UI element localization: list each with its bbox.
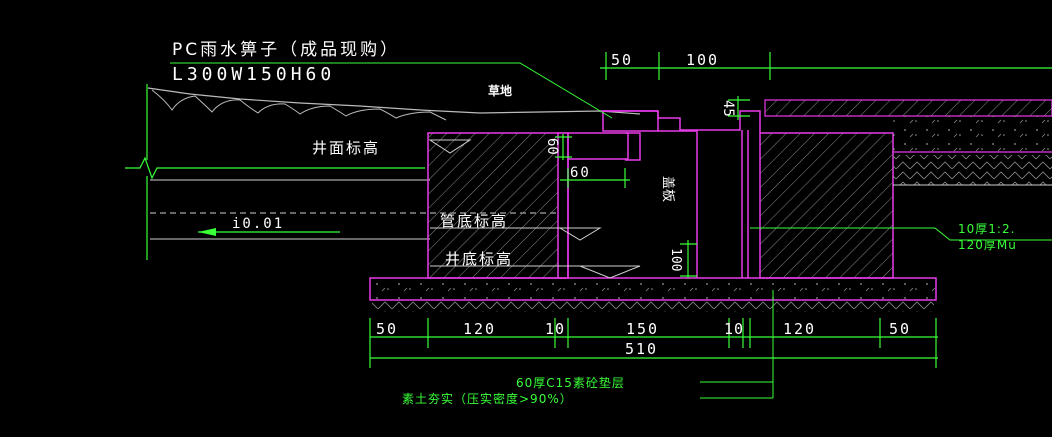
base-note-1: 60厚C15素砼垫层 xyxy=(516,375,625,390)
vertical-note: 盖板 xyxy=(660,176,675,202)
well-bottom-elevation-label: 井底标高 xyxy=(445,250,513,268)
dim-bottom-10-right: 10 xyxy=(724,320,744,338)
slope-label: i0.01 xyxy=(232,216,284,232)
left-break-line xyxy=(125,84,425,260)
dim-v-60: 60 xyxy=(544,138,560,155)
dim-h-60: 60 xyxy=(570,165,591,181)
dim-bottom-120-right: 120 xyxy=(783,320,816,338)
dim-total-510: 510 xyxy=(625,340,658,358)
pipe-bottom-elevation-label: 管底标高 xyxy=(440,212,508,230)
well-top-elevation-label: 井面标高 xyxy=(312,139,380,157)
well-walls xyxy=(427,132,894,279)
dim-bottom-150: 150 xyxy=(626,320,659,338)
grass-label: 草地 xyxy=(488,83,512,98)
slope-arrow xyxy=(198,228,340,236)
leader-lines xyxy=(170,62,1052,399)
pavement-layers xyxy=(764,99,1052,186)
dim-top-50: 50 xyxy=(611,51,633,69)
dim-bottom-120-left: 120 xyxy=(463,320,496,338)
dim-v-45: 45 xyxy=(720,100,736,117)
bottom-dimensions: 50 120 10 150 10 120 50 510 xyxy=(376,320,911,358)
dim-top-100: 100 xyxy=(686,51,719,69)
layer-note-1: 10厚1:2. xyxy=(958,222,1015,236)
grass-ground xyxy=(147,87,641,121)
title-line1: PC雨水箅子（成品现购） xyxy=(172,40,400,60)
dim-bottom-50-right: 50 xyxy=(889,320,911,338)
dim-v-100: 100 xyxy=(668,248,683,271)
elevation-markers xyxy=(428,139,641,279)
dim-bottom-50-left: 50 xyxy=(376,320,398,338)
title-line2: L300W150H60 xyxy=(172,64,335,85)
dimension-lines xyxy=(369,52,1052,368)
foundation-pad xyxy=(369,277,937,312)
base-note-2: 素土夯实（压实密度>90%） xyxy=(402,391,573,406)
dim-bottom-10-left: 10 xyxy=(545,320,565,338)
layer-note-2: 120厚Mu xyxy=(958,238,1017,252)
